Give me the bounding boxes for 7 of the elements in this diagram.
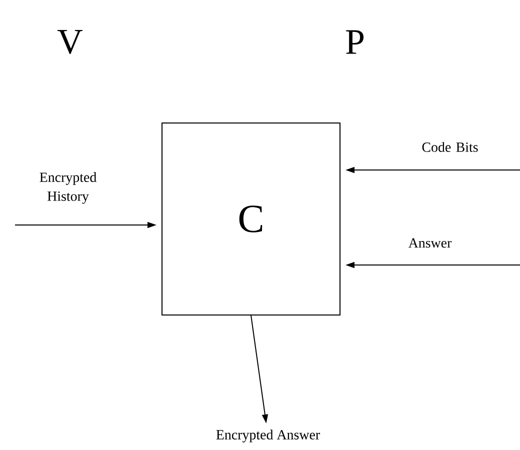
party-letter: V <box>57 30 83 54</box>
edge-label: Encrypted History <box>40 172 97 204</box>
process-box: C <box>162 122 340 316</box>
output-label: Encrypted Answer <box>216 430 320 442</box>
party-letter: P <box>346 30 364 54</box>
edge-label: Answer <box>408 238 452 248</box>
edge-label: Code Bits <box>422 142 478 152</box>
